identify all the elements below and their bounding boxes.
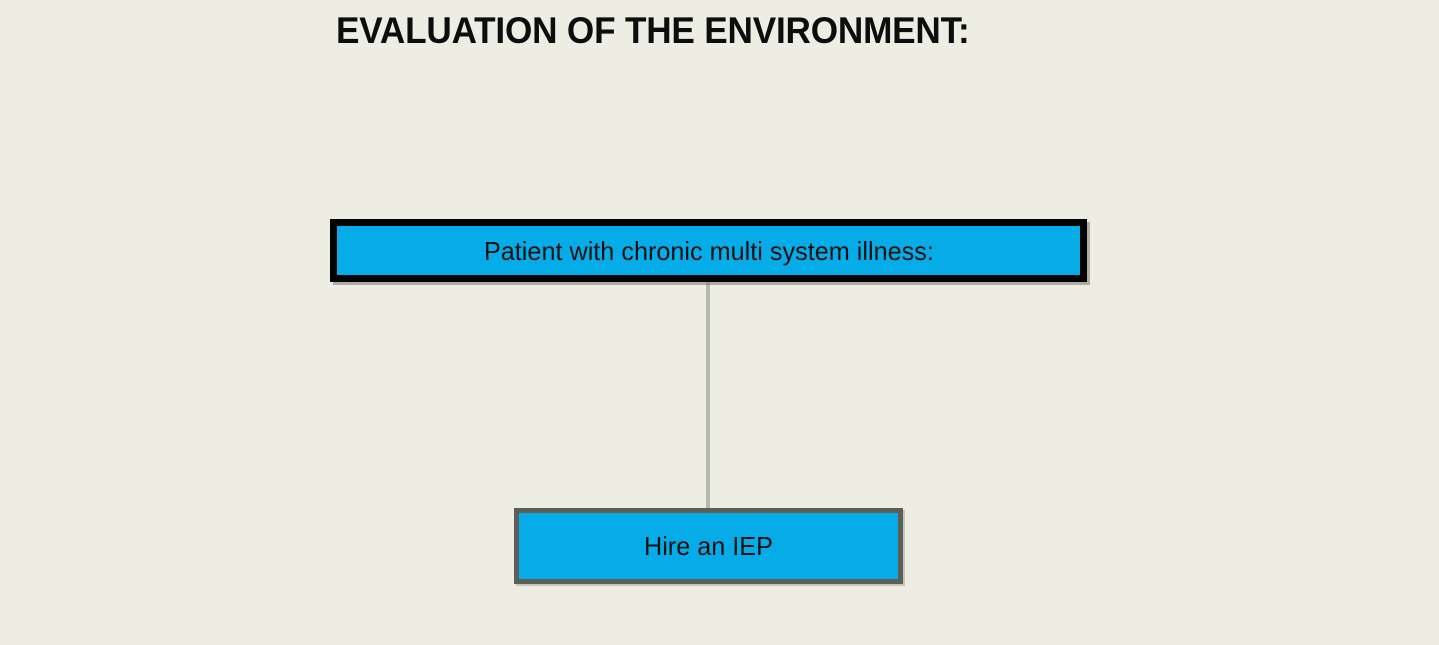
node-hire-an-iep[interactable]: Hire an IEP <box>514 508 903 584</box>
node-label: Hire an IEP <box>644 531 773 561</box>
page-title: EVALUATION OF THE ENVIRONMENT: <box>336 10 970 51</box>
node-label: Patient with chronic multi system illnes… <box>483 235 934 266</box>
node-patient-with-chronic-multi-system-illness[interactable]: Patient with chronic multi system illnes… <box>330 219 1087 282</box>
